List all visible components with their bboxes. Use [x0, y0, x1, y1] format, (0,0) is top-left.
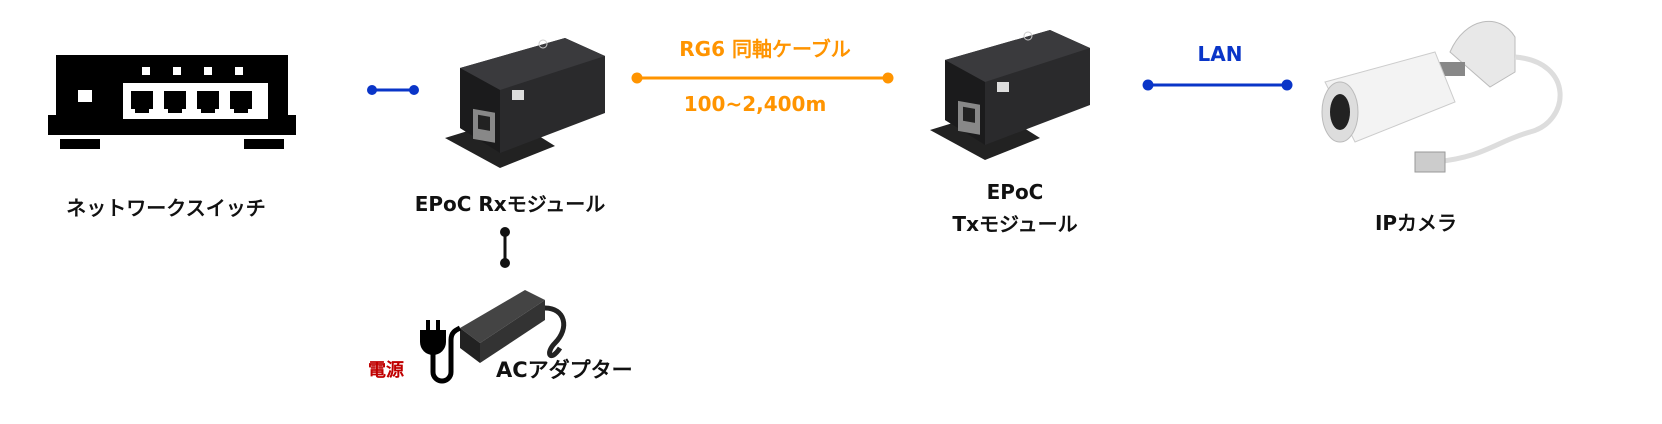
coax-distance-label: 100~2,400m — [683, 92, 827, 116]
camera-label: IPカメラ — [1374, 211, 1458, 235]
ac-adapter-image — [460, 290, 567, 363]
power-link — [500, 227, 510, 268]
tx-label-line1: EPoC — [986, 180, 1044, 204]
rx-label: EPoC Rxモジュール — [414, 192, 606, 216]
lan-link-tx-camera — [1142, 79, 1293, 91]
ip-camera-image — [1321, 21, 1563, 173]
epoc-tx-module-image — [930, 30, 1090, 160]
coax-cable-label: RG6 同軸ケーブル — [679, 37, 851, 61]
power-label: 電源 — [368, 360, 404, 381]
coax-link — [631, 72, 894, 84]
network-switch-icon — [48, 55, 296, 149]
tx-label-line2: Txモジュール — [952, 212, 1078, 236]
adapter-label: ACアダプター — [496, 358, 633, 382]
switch-label: ネットワークスイッチ — [66, 196, 266, 220]
power-plug-icon — [420, 320, 462, 384]
epoc-rx-module-image — [445, 38, 605, 168]
lan-label: LAN — [1197, 42, 1243, 66]
lan-link-switch-rx — [367, 85, 419, 95]
